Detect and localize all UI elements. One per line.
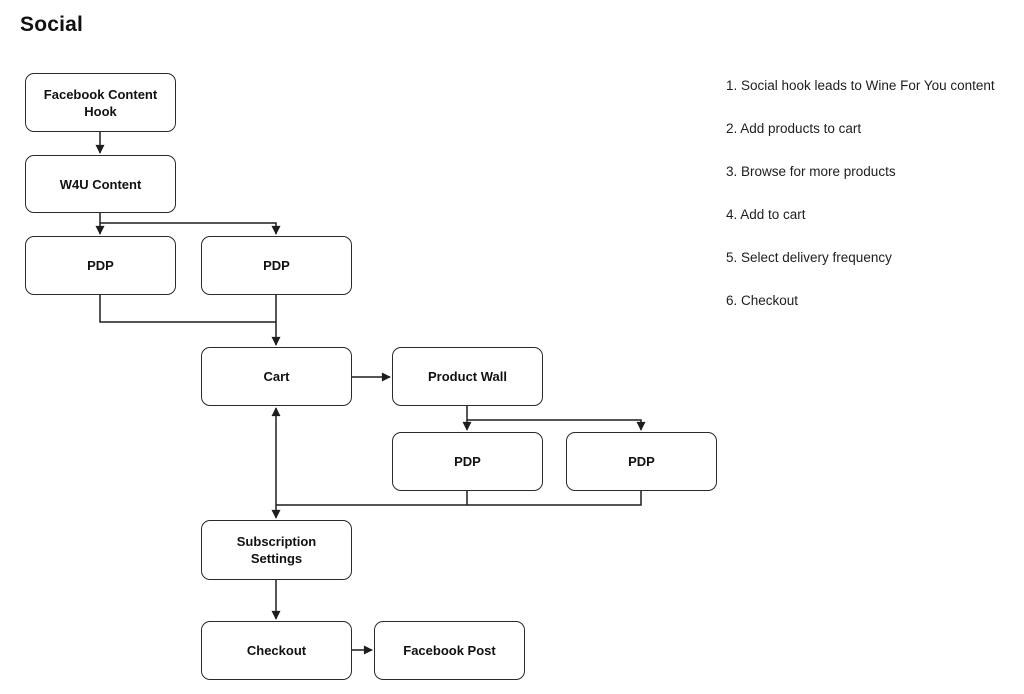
node-cart: Cart [201, 347, 352, 406]
note-item: 6. Checkout [726, 293, 799, 308]
node-product-wall: Product Wall [392, 347, 543, 406]
node-label: Cart [263, 369, 290, 384]
node-label: PDP [454, 454, 481, 469]
node-label: Subscription Settings [236, 534, 317, 566]
edge-product-wall-to-pdp-mid-right [467, 419, 646, 431]
node-pdp-top-right: PDP [201, 236, 352, 295]
page-title: Social [20, 13, 84, 36]
node-pdp-mid-left: PDP [392, 432, 543, 491]
note-item: 3. Browse for more products [726, 164, 896, 179]
node-label: Facebook Content Hook [43, 86, 158, 119]
node-checkout: Checkout [201, 621, 352, 680]
node-subscription-settings: Subscription Settings [201, 520, 352, 580]
node-label: Product Wall [428, 369, 507, 384]
node-facebook-content-hook: Facebook Content Hook [25, 73, 176, 132]
edge-pdp-top-left-to-cart [99, 295, 276, 323]
note-item: 4. Add to cart [726, 207, 806, 222]
node-facebook-post: Facebook Post [374, 621, 525, 680]
node-label: Checkout [246, 643, 307, 658]
node-pdp-mid-right: PDP [566, 432, 717, 491]
node-label: PDP [87, 258, 114, 273]
edge-w4u-content-to-pdp-top-right [100, 222, 281, 235]
node-label: Facebook Post [403, 643, 496, 658]
notes-list: 1. Social hook leads to Wine For You con… [726, 64, 995, 322]
node-label: PDP [263, 258, 290, 273]
node-pdp-top-left: PDP [25, 236, 176, 295]
node-label: PDP [628, 454, 655, 469]
node-w4u-content: W4U Content [25, 155, 176, 213]
edge-pdp-mid-right-to-subscription-settings [276, 491, 642, 506]
note-item: 2. Add products to cart [726, 121, 862, 136]
note-item: 1. Social hook leads to Wine For You con… [726, 78, 995, 93]
node-label: W4U Content [59, 176, 142, 192]
note-item: 5. Select delivery frequency [726, 250, 892, 265]
